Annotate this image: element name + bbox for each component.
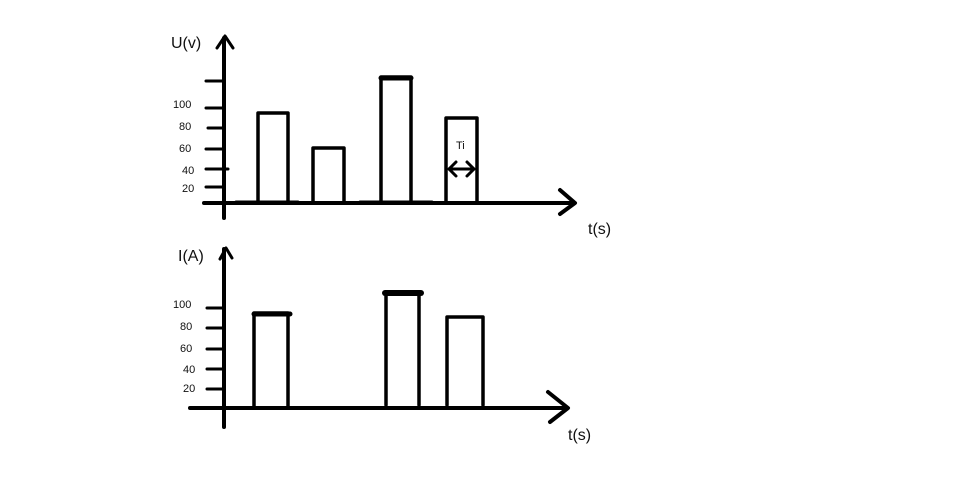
voltage-tick-label: 20 xyxy=(182,183,194,195)
current-tick-label: 80 xyxy=(180,321,192,333)
current-pulses xyxy=(251,290,485,409)
voltage-tick-label: 40 xyxy=(182,165,194,177)
voltage-tick-label: 100 xyxy=(173,99,191,111)
voltage-x-axis-arrowhead xyxy=(558,188,577,216)
ti-label: Ti xyxy=(456,140,465,152)
voltage-tick-label: 80 xyxy=(179,121,191,133)
current-tick-label: 100 xyxy=(173,299,191,311)
voltage-tick-marks xyxy=(204,79,230,189)
voltage-tick-label: 60 xyxy=(179,143,191,155)
ti-arrow-right-head xyxy=(465,160,476,178)
current-tick-labels: 20 40 60 80 100 xyxy=(173,299,195,395)
voltage-pulses xyxy=(234,75,479,204)
current-x-axis-label: t(s) xyxy=(568,427,591,444)
current-pulse xyxy=(384,290,421,407)
voltage-tick-labels: 20 40 60 80 100 xyxy=(173,99,194,195)
voltage-x-axis-label: t(s) xyxy=(588,221,611,238)
ti-width-marker xyxy=(447,160,476,178)
voltage-chart xyxy=(202,34,577,220)
voltage-pulse xyxy=(311,146,346,204)
voltage-pulse xyxy=(444,116,479,204)
voltage-y-axis-label: U(v) xyxy=(171,35,201,52)
current-x-axis-arrowhead xyxy=(546,390,570,424)
voltage-pulse xyxy=(379,75,413,204)
current-tick-label: 40 xyxy=(183,364,195,376)
current-pulse xyxy=(252,311,290,409)
voltage-y-axis-arrowhead xyxy=(215,34,235,50)
current-y-axis-arrowhead xyxy=(218,246,234,261)
current-tick-label: 60 xyxy=(180,343,192,355)
ti-arrow-left-head xyxy=(447,160,458,178)
voltage-pulse xyxy=(256,111,290,204)
current-tick-marks xyxy=(205,306,224,391)
current-y-axis-label: I(A) xyxy=(178,248,204,265)
current-chart xyxy=(188,246,570,429)
current-pulse xyxy=(445,315,485,407)
current-tick-label: 20 xyxy=(183,383,195,395)
